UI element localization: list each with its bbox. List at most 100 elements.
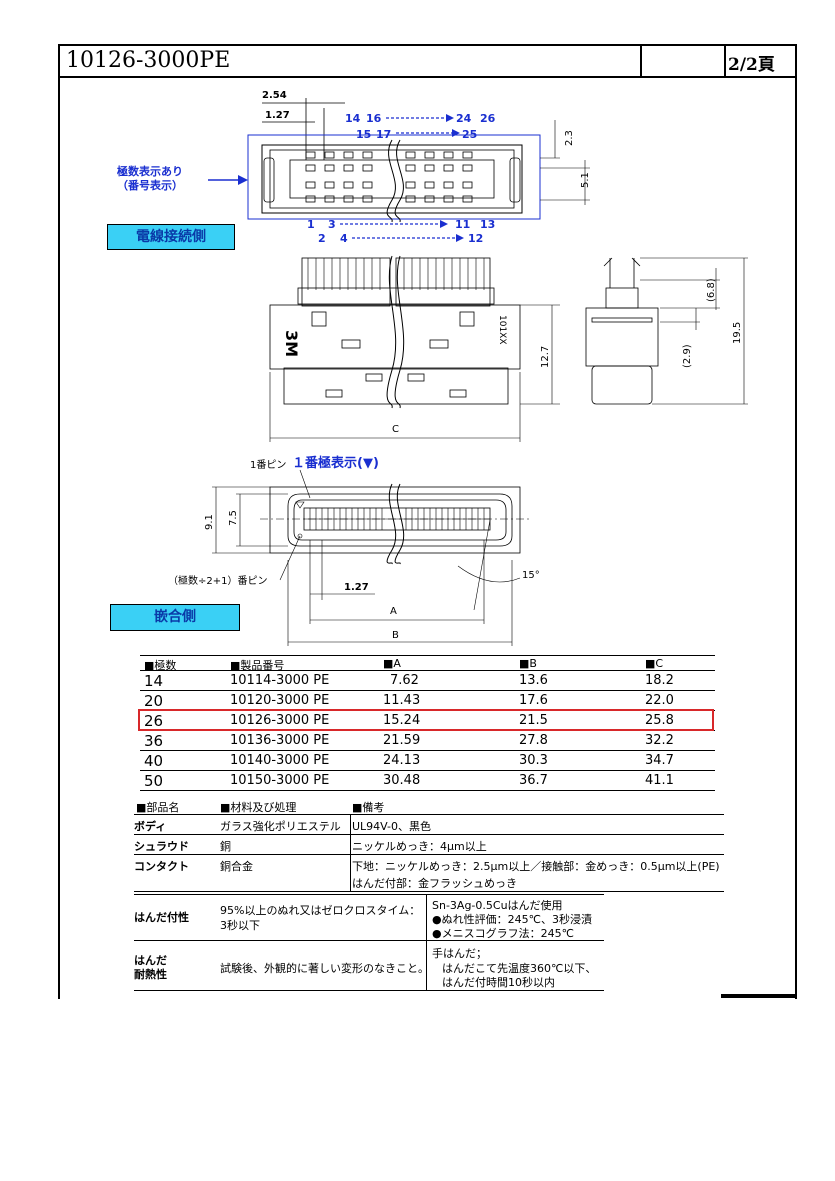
pin-26: 26 bbox=[480, 112, 496, 125]
title-blank-cell bbox=[640, 46, 726, 76]
model-mark: 101XX bbox=[497, 315, 507, 345]
table-cell: 10126-3000 PE bbox=[230, 713, 330, 728]
pin-2: 2 bbox=[318, 232, 326, 245]
table-cell: 15.24 bbox=[383, 713, 421, 728]
table-row-highlighted: 26 bbox=[144, 712, 164, 730]
item-heat-resistance-2: 耐熱性 bbox=[134, 968, 167, 981]
dim-5-1: 5.1 bbox=[580, 172, 591, 188]
item-solderability: はんだ付性 bbox=[134, 911, 189, 924]
col-header-b: ■B bbox=[519, 657, 537, 670]
dim-1-27-bottom: 1.27 bbox=[344, 582, 369, 593]
table-cell: 32.2 bbox=[645, 733, 674, 748]
cond-solderability-2: 3秒以下 bbox=[220, 919, 260, 932]
pin-14: 14 bbox=[345, 112, 361, 125]
dim-b: B bbox=[392, 630, 399, 641]
material-body: ガラス強化ポリエステル bbox=[220, 820, 341, 833]
pin-4: 4 bbox=[340, 232, 348, 245]
note-solderability-2: ●ぬれ性評価：245℃、3秒浸漬 bbox=[432, 913, 592, 926]
material-contact: 銅合金 bbox=[220, 860, 253, 873]
pin-12: 12 bbox=[468, 232, 483, 245]
dim-a: A bbox=[390, 606, 397, 617]
table-cell: 11.43 bbox=[383, 693, 421, 708]
table-cell: 25.8 bbox=[645, 713, 674, 728]
table-cell: 30.3 bbox=[519, 753, 548, 768]
mating-side-label: 嵌合側 bbox=[110, 604, 240, 631]
highlight-box bbox=[138, 709, 714, 731]
table-row: 14 bbox=[144, 672, 164, 690]
table-cell: 10140-3000 PE bbox=[230, 753, 330, 768]
pin1-label: 1番ピン bbox=[250, 460, 287, 471]
note-heat-3: はんだ付時間10秒以内 bbox=[442, 976, 555, 989]
material-shroud: 銅 bbox=[220, 840, 231, 853]
col-header-a: ■A bbox=[383, 657, 401, 670]
pin-24: 24 bbox=[456, 112, 472, 125]
table-cell: 24.13 bbox=[383, 753, 421, 768]
pin-16: 16 bbox=[366, 112, 382, 125]
note-shroud: ニッケルめっき：4μm以上 bbox=[352, 840, 487, 853]
logo-3m: 3M bbox=[282, 330, 301, 357]
mat-header-part: ■部品名 bbox=[136, 801, 180, 814]
table-cell: 21.59 bbox=[383, 733, 421, 748]
note-body: UL94V-0、黒色 bbox=[352, 820, 432, 833]
pin-number-note-line2: （番号表示） bbox=[117, 179, 183, 192]
pin-number-note-line1: 極数表示あり bbox=[117, 165, 183, 178]
table-cell: 30.48 bbox=[383, 773, 421, 788]
pin1-indicator-label: １番極表示(▼) bbox=[292, 456, 379, 471]
title-bar: 10126-3000PE 2/2頁 bbox=[58, 44, 797, 78]
dim-7-5: 7.5 bbox=[228, 510, 239, 526]
pin-3: 3 bbox=[328, 218, 336, 231]
dim-2-54: 2.54 bbox=[262, 90, 287, 101]
table-cell: 10120-3000 PE bbox=[230, 693, 330, 708]
table-cell: 10114-3000 PE bbox=[230, 673, 330, 688]
dim-1-27-top: 1.27 bbox=[265, 110, 290, 121]
dim-c: C bbox=[392, 424, 399, 435]
pin-11: 11 bbox=[455, 218, 470, 231]
table-row: 20 bbox=[144, 692, 164, 710]
part-contact: コンタクト bbox=[134, 860, 189, 873]
cond-solderability-1: 95%以上のぬれ又はゼロクロスタイム： bbox=[220, 904, 421, 917]
connector-drawing: 2.54 1.27 14 16 24 26 15 17 25 2.3 5.1 1… bbox=[204, 90, 748, 646]
note-contact-2: はんだ付部：金フラッシュめっき bbox=[352, 877, 517, 890]
table-cell: 10150-3000 PE bbox=[230, 773, 330, 788]
note-solderability-1: Sn-3Ag-0.5Cuはんだ使用 bbox=[432, 899, 563, 912]
frame-corner-bar bbox=[721, 994, 797, 998]
dim-9-1: 9.1 bbox=[204, 514, 215, 530]
item-heat-resistance-1: はんだ bbox=[134, 954, 167, 967]
wire-side-label: 電線接続側 bbox=[107, 224, 235, 250]
dim-6-8: (6.8) bbox=[706, 278, 717, 302]
pin-1: 1 bbox=[307, 218, 315, 231]
page-number: 2/2頁 bbox=[728, 55, 775, 75]
table-row: 40 bbox=[144, 752, 164, 770]
dim-2-3: 2.3 bbox=[564, 130, 575, 146]
note-heat-2: はんだこて先温度360℃以下、 bbox=[442, 962, 597, 975]
part-shroud: シュラウド bbox=[134, 840, 189, 853]
table-cell: 36.7 bbox=[519, 773, 548, 788]
table-row: 36 bbox=[144, 732, 164, 750]
part-body: ボディ bbox=[134, 820, 167, 833]
note-contact: 下地：ニッケルめっき：2.5μm以上／接触部：金めっき：0.5μm以上(PE) bbox=[352, 860, 720, 873]
mat-header-material: ■材料及び処理 bbox=[220, 801, 297, 814]
table-cell: 13.6 bbox=[519, 673, 548, 688]
dim-2-9: (2.9) bbox=[682, 344, 693, 368]
last-pin-label: （極数÷2+1）番ピン bbox=[168, 576, 268, 587]
table-cell: 41.1 bbox=[645, 773, 674, 788]
document-title: 10126-3000PE bbox=[66, 48, 231, 73]
col-header-c: ■C bbox=[645, 657, 664, 670]
table-cell: 18.2 bbox=[645, 673, 674, 688]
dim-12-7: 12.7 bbox=[540, 346, 551, 368]
table-cell: 34.7 bbox=[645, 753, 674, 768]
note-heat-1: 手はんだ； bbox=[432, 947, 487, 960]
table-cell: 7.62 bbox=[390, 673, 419, 688]
pin-13: 13 bbox=[480, 218, 495, 231]
table-cell: 27.8 bbox=[519, 733, 548, 748]
pin-number-note: 極数表示あり （番号表示） bbox=[117, 165, 183, 193]
table-cell: 17.6 bbox=[519, 693, 548, 708]
table-cell: 21.5 bbox=[519, 713, 548, 728]
note-solderability-3: ●メニスコグラフ法：245℃ bbox=[432, 927, 574, 940]
dim-15-deg: 15° bbox=[522, 570, 540, 581]
dim-19-5: 19.5 bbox=[732, 322, 743, 344]
col-header-part-no: ■製品番号 bbox=[230, 659, 285, 672]
cond-heat-resistance: 試験後、外観的に著しい変形のなきこと。 bbox=[220, 962, 429, 975]
table-cell: 22.0 bbox=[645, 693, 674, 708]
mat-header-note: ■備考 bbox=[352, 801, 385, 814]
